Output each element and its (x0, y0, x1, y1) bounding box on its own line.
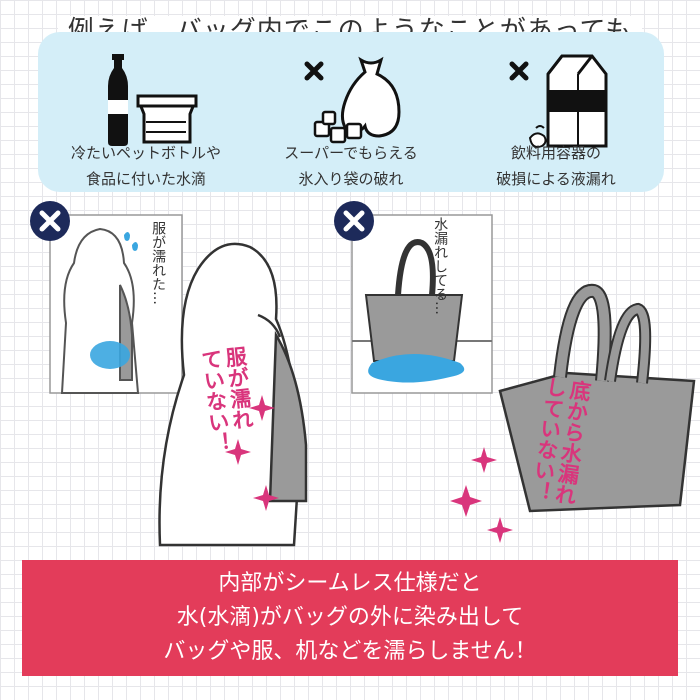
bottle-and-container-icon (108, 54, 198, 146)
ng-badge-right (334, 201, 374, 241)
ice-bag-icon (304, 56, 401, 144)
summary-banner: 内部がシームレス仕様だと 水(水滴)がバッグの外に染み出して バッグや服、机など… (22, 560, 678, 676)
ng-badge-left (30, 201, 70, 241)
water-puddle (368, 354, 465, 383)
water-drops-icon (124, 232, 138, 251)
sparkle-icon (450, 447, 513, 543)
example-item-milk-carton: 飲料用容器の 破損による液漏れ (452, 32, 660, 192)
summary-line: 水(水滴)がバッグの外に染み出して (176, 605, 524, 630)
right-inset-speech: 水漏れしてる… (432, 217, 449, 315)
caption-line: スーパーでもらえる (284, 144, 418, 162)
example-caption: 飲料用容器の 破損による液漏れ (452, 140, 660, 192)
sparkle-icon (225, 395, 279, 511)
caption-line: 破損による液漏れ (496, 170, 616, 188)
milk-carton-icon (509, 54, 608, 148)
summary-line: バッグや服、机などを濡らしません！ (163, 639, 537, 664)
example-item-bottle: 冷たいペットボトルや 食品に付いた水滴 (42, 32, 250, 192)
left-inset-speech: 服が濡れた… (150, 221, 167, 305)
summary-line: 内部がシームレス仕様だと (218, 571, 482, 596)
caption-line: 飲料用容器の (510, 144, 601, 162)
caption-line: 食品に付いた水滴 (85, 170, 206, 188)
example-caption: 冷たいペットボトルや 食品に付いた水滴 (42, 140, 250, 192)
caption-line: 冷たいペットボトルや (70, 144, 221, 162)
examples-panel: 冷たいペットボトルや 食品に付いた水滴 スーパーでもらえる 氷入り袋の破れ (38, 32, 664, 192)
example-caption: スーパーでもらえる 氷入り袋の破れ (247, 140, 455, 192)
x-mark-icon (509, 61, 529, 81)
comparison-scene: 服が濡れた… 水漏れしてる… 服が濡れ ていない！ 底から水漏れ していない！ (0, 195, 700, 550)
example-item-ice-bag: スーパーでもらえる 氷入り袋の破れ (247, 32, 455, 192)
x-mark-icon (304, 61, 324, 81)
caption-line: 氷入り袋の破れ (298, 170, 404, 188)
tote-bag-left (268, 330, 308, 503)
wet-stain (90, 341, 130, 369)
scene-illustration (30, 201, 696, 547)
